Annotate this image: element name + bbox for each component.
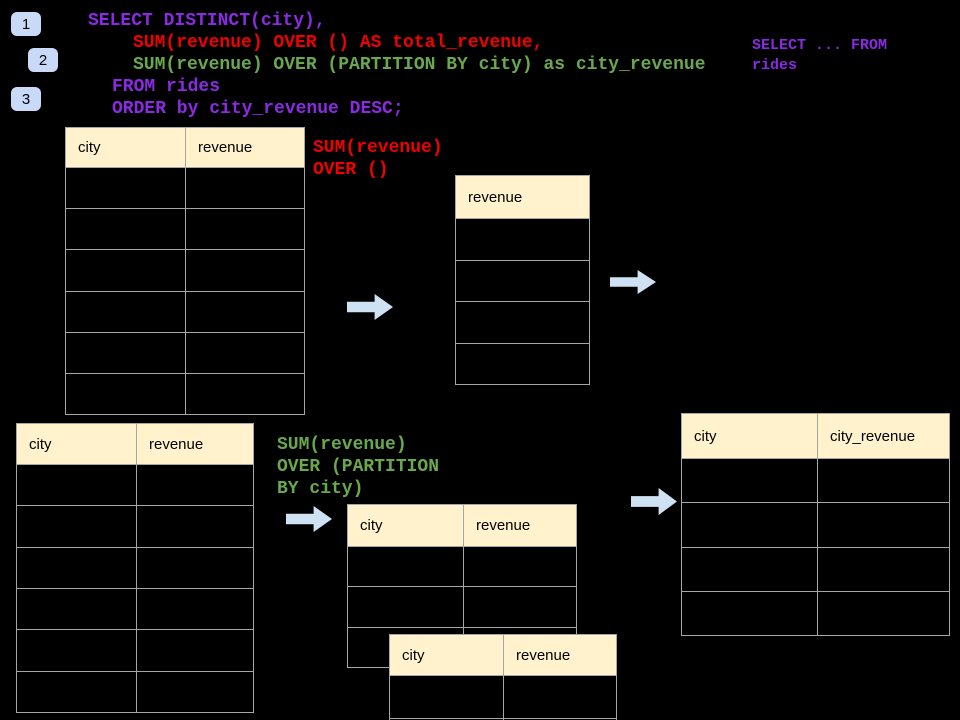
sql-line-from: FROM rides: [112, 77, 221, 97]
step-badge-2: 2: [28, 48, 58, 72]
table-total-revenue-result: revenue: [455, 175, 590, 385]
side-code-note: SELECT ... FROM rides: [752, 36, 887, 76]
table-row: [17, 670, 253, 712]
side-code-line1: SELECT ... FROM: [752, 37, 888, 54]
column-header-city-revenue: city_revenue: [817, 414, 949, 458]
table-row: [456, 259, 589, 301]
right-arrow-icon: [286, 506, 332, 532]
column-header-city: city: [360, 517, 383, 534]
side-code-line2: rides: [752, 57, 798, 74]
table-partition-overlay: city revenue: [389, 634, 617, 720]
table-row: [17, 546, 253, 588]
column-header-city: city: [29, 435, 52, 453]
table-row: [348, 586, 576, 627]
sql-line-order: ORDER by city_revenue DESC;: [112, 99, 404, 119]
right-arrow-icon: [631, 488, 677, 515]
table-row: [66, 331, 304, 373]
table-row: [66, 208, 304, 250]
table-row: [390, 675, 616, 718]
table-row: [66, 372, 304, 415]
label-total-line1: SUM(revenue): [313, 138, 443, 158]
label-partition-line1: SUM(revenue): [277, 435, 407, 455]
label-sum-over-total: SUM(revenue)OVER (): [313, 137, 443, 181]
label-partition-line2: OVER (PARTITION: [277, 457, 440, 477]
table-row: [66, 249, 304, 291]
table-source-top: city revenue: [65, 127, 305, 415]
column-header-city: city: [402, 646, 425, 664]
column-header-revenue: revenue: [463, 505, 576, 546]
table-row: [17, 629, 253, 671]
sql-query-code: SELECT DISTINCT(city), SUM(revenue) OVER…: [88, 10, 706, 120]
table-row: [682, 502, 949, 547]
column-header-revenue: revenue: [185, 128, 304, 167]
step-badge-1: 1: [11, 12, 41, 36]
table-row: [456, 218, 589, 260]
column-header-revenue: revenue: [136, 424, 253, 464]
table-row: [682, 458, 949, 503]
label-partition-line3: BY city): [277, 479, 364, 499]
table-row: [348, 546, 576, 587]
table-row: [682, 546, 949, 591]
right-arrow-icon: [347, 294, 393, 320]
table-source-bottom: city revenue: [16, 423, 254, 713]
sql-line-select: SELECT DISTINCT(city),: [88, 11, 326, 31]
step-badge-3: 3: [11, 87, 41, 111]
sql-line-sum-over: SUM(revenue) OVER () AS total_revenue,: [133, 33, 544, 53]
column-header-city: city: [694, 427, 717, 445]
table-row: [66, 290, 304, 332]
table-row: [456, 301, 589, 343]
table-row: [66, 167, 304, 209]
column-header-city: city: [78, 139, 101, 156]
sql-line-sum-partition: SUM(revenue) OVER (PARTITION BY city) as…: [133, 55, 706, 75]
column-header-revenue: revenue: [468, 188, 523, 206]
label-total-line2: OVER (): [313, 160, 389, 180]
table-row: [682, 590, 949, 635]
table-city-revenue-result: city city_revenue: [681, 413, 950, 636]
column-header-revenue: revenue: [503, 635, 616, 675]
table-row: [17, 587, 253, 630]
right-arrow-icon: [610, 270, 656, 294]
table-row: [17, 505, 253, 547]
table-row: [17, 464, 253, 506]
table-row: [456, 342, 589, 384]
